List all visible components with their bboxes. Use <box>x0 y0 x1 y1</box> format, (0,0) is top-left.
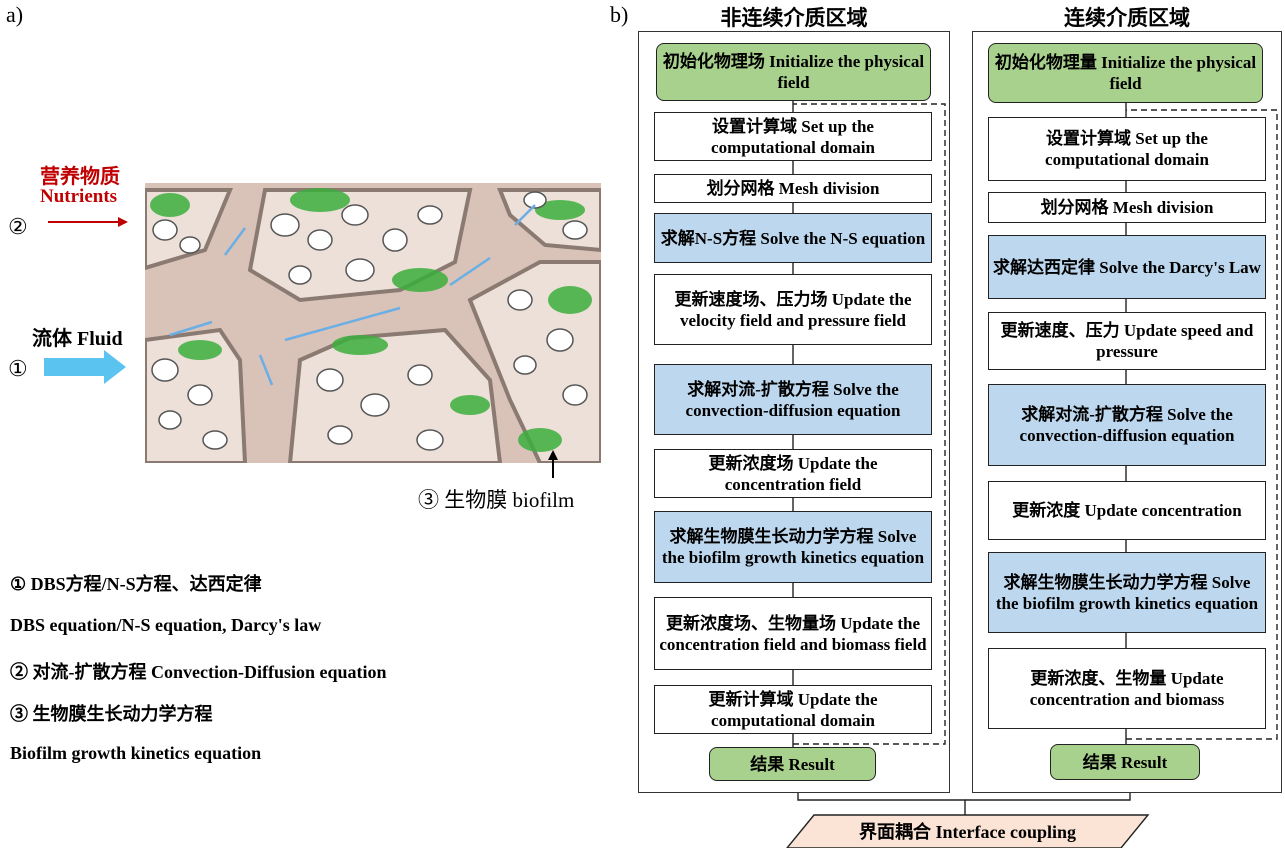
right-step-solve-convection: 求解对流-扩散方程 Solve the convection-diffusion… <box>988 384 1266 466</box>
left-column-title: 非连续介质区域 <box>720 6 868 30</box>
fluid-label: 流体 Fluid <box>32 328 123 350</box>
fluid-arrow <box>44 358 106 376</box>
left-step-initialize: 初始化物理场 Initialize the physical field <box>656 43 931 101</box>
left-step-update-velocity: 更新速度场、压力场 Update the velocity field and … <box>654 274 932 345</box>
left-column-frame <box>638 31 950 793</box>
left-step-update-biomass: 更新浓度场、生物量场 Update the concentration fiel… <box>654 597 932 670</box>
right-step-solve-biofilm: 求解生物膜生长动力学方程 Solve the biofilm growth ki… <box>988 552 1266 633</box>
left-step-update-concentration: 更新浓度场 Update the concentration field <box>654 449 932 498</box>
coupling-label: 界面耦合 Interface coupling <box>859 822 1076 842</box>
left-step-solve-ns: 求解N-S方程 Solve the N-S equation <box>654 213 932 263</box>
left-step-result: 结果 Result <box>709 747 876 781</box>
right-step-solve-darcy: 求解达西定律 Solve the Darcy's Law <box>988 235 1266 299</box>
right-column-title: 连续介质区域 <box>1064 6 1190 30</box>
nutrients-label-en: Nutrients <box>40 186 118 207</box>
right-step-update-concentration: 更新浓度 Update concentration <box>988 481 1266 540</box>
right-step-update-biomass: 更新浓度、生物量 Update concentration and biomas… <box>988 648 1266 729</box>
legend-line-3: ② 对流-扩散方程 Convection-Diffusion equation <box>10 662 387 682</box>
panel-b-label: b) <box>610 2 629 27</box>
left-step-setup-domain: 设置计算域 Set up the computational domain <box>654 112 932 161</box>
left-step-update-domain: 更新计算域 Update the computational domain <box>654 685 932 734</box>
right-step-setup-domain: 设置计算域 Set up the computational domain <box>988 117 1266 181</box>
marker-1: ① <box>8 356 28 381</box>
left-step-solve-biofilm: 求解生物膜生长动力学方程 Solve the biofilm growth ki… <box>654 511 932 583</box>
legend-line-1: ① DBS方程/N-S方程、达西定律 <box>10 574 262 594</box>
iteration-loops <box>793 103 1278 745</box>
right-step-mesh: 划分网格 Mesh division <box>988 192 1266 223</box>
biofilm-label: ③ 生物膜 biofilm <box>418 488 575 512</box>
right-step-initialize: 初始化物理量 Initialize the physical field <box>988 43 1263 103</box>
legend-line-5: Biofilm growth kinetics equation <box>10 743 262 763</box>
panel-a-label: a) <box>6 2 24 27</box>
right-column-frame <box>972 31 1282 793</box>
right-step-update-speed: 更新速度、压力 Update speed and pressure <box>988 312 1266 370</box>
legend-line-4: ③ 生物膜生长动力学方程 <box>10 704 213 724</box>
legend-line-2: DBS equation/N-S equation, Darcy's law <box>10 615 322 635</box>
marker-2: ② <box>8 214 28 239</box>
flow-connectors <box>792 101 1131 815</box>
coupling-shape <box>786 814 1150 848</box>
left-step-solve-convection: 求解对流-扩散方程 Solve the convection-diffusion… <box>654 364 932 435</box>
nutrients-label-cn: 营养物质 <box>40 166 120 188</box>
left-step-mesh: 划分网格 Mesh division <box>654 174 932 203</box>
right-step-result: 结果 Result <box>1050 744 1200 780</box>
